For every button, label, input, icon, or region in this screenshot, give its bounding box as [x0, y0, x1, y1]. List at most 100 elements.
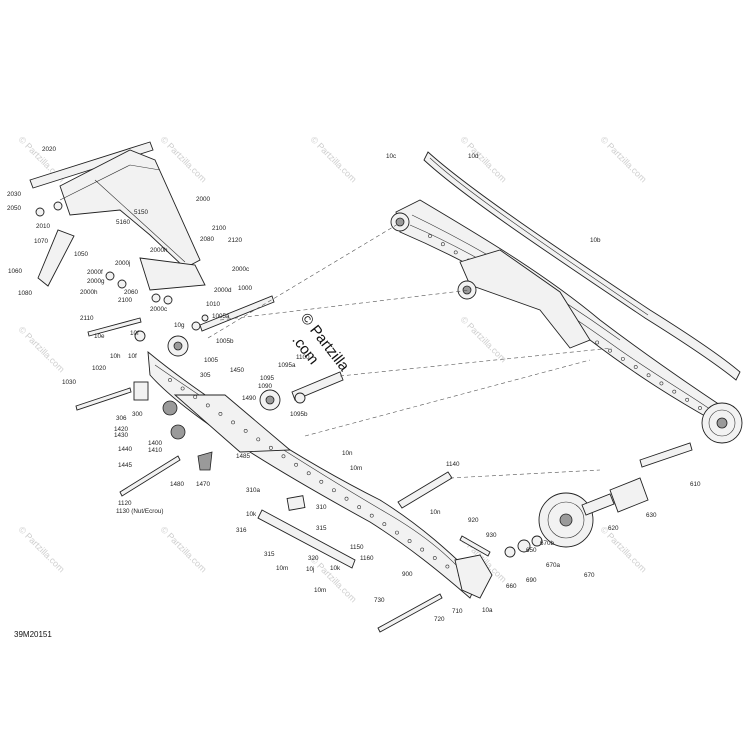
rail-arm — [459, 249, 591, 349]
bushings — [35, 201, 209, 342]
bearing-670b — [531, 535, 543, 547]
bushing — [35, 207, 45, 217]
part-label: 1130 (Nut/Ecrou) — [116, 508, 163, 515]
rail-hole — [382, 522, 387, 527]
part-label: 1120 — [118, 500, 132, 507]
part-label: 315 — [264, 551, 275, 558]
part-label: 1450 — [230, 367, 245, 374]
spacer-630 — [609, 477, 649, 513]
rail-hole — [445, 564, 450, 569]
rail-hole — [659, 381, 664, 386]
part-label: 2000h — [150, 247, 168, 254]
shaft-1100 — [291, 371, 344, 401]
part-label: 2080 — [200, 236, 215, 243]
part-label: 1095a — [278, 362, 296, 369]
part-label: 10a — [482, 607, 493, 614]
part-label: 670 — [584, 572, 595, 579]
part-label: 1480 — [170, 481, 185, 488]
arm-crossbar — [139, 257, 206, 291]
part-label: 10k — [330, 565, 341, 572]
part-label: 670b — [540, 540, 555, 547]
part-label: 2000f — [87, 269, 103, 276]
part-label: 1140 — [446, 461, 460, 468]
bolt-1120 — [119, 455, 181, 497]
part-label: 10m — [314, 587, 326, 594]
bushing — [53, 201, 63, 211]
spring-1400 — [170, 424, 186, 440]
part-label: 1440 — [118, 446, 133, 453]
rail-hole — [205, 403, 210, 408]
callout-labels: 2020203020502010107010601050108020002000… — [7, 146, 701, 623]
bearing-1095 — [294, 392, 306, 404]
link-1050 — [37, 229, 75, 287]
rail-hole — [344, 496, 349, 501]
watermark-text: © Partzilla.com — [459, 134, 509, 184]
part-label: 2010 — [36, 223, 51, 230]
part-label: 720 — [434, 616, 445, 623]
part-label: 1095 — [260, 375, 275, 382]
part-label: 1470 — [196, 481, 211, 488]
alignment-lines — [207, 223, 613, 479]
part-label: 610 — [690, 481, 701, 488]
part-label: 670a — [546, 562, 561, 569]
part-label: 316 — [236, 527, 247, 534]
bumper-1470 — [197, 451, 213, 471]
part-label: 620 — [608, 525, 619, 532]
part-label: 1090 — [258, 383, 273, 390]
part-label: 1010 — [206, 301, 221, 308]
axle-610 — [639, 442, 693, 468]
rail-hole — [319, 479, 324, 484]
part-label: 320 — [308, 555, 319, 562]
bushing — [117, 279, 127, 289]
part-label: 2100 — [212, 225, 227, 232]
part-label: 2100 — [118, 297, 133, 304]
part-label: 1000 — [238, 285, 253, 292]
part-label: 2000j — [115, 260, 130, 267]
part-label: 1005 — [204, 357, 219, 364]
rail-hole — [672, 389, 677, 394]
rail-hole — [440, 242, 445, 247]
part-label: 10f — [130, 330, 139, 337]
part-label: 1420 — [114, 426, 129, 433]
rail-hole — [608, 348, 612, 353]
watermark-text: © Partzilla.com — [309, 134, 359, 184]
rail-hole — [698, 406, 702, 410]
rail-hole — [168, 378, 172, 382]
part-label: 310a — [246, 487, 261, 494]
rail-hole — [294, 462, 298, 467]
part-label: 10d — [468, 153, 479, 160]
part-label: 920 — [468, 517, 479, 524]
part-label: 306 — [116, 415, 127, 422]
rail-hole — [407, 539, 412, 543]
part-label: 630 — [646, 512, 657, 519]
part-label: 1410 — [148, 447, 163, 454]
watermark-text: © Partzilla.com — [599, 134, 649, 184]
rail-hole — [180, 386, 185, 391]
part-label: 10m — [276, 565, 288, 572]
part-label: 900 — [402, 571, 413, 578]
part-label: 1070 — [34, 238, 49, 245]
rail-hole — [281, 454, 286, 459]
part-label: 650 — [526, 547, 537, 554]
part-label: 1160 — [360, 555, 374, 562]
rail-hole — [357, 505, 362, 510]
part-label: 1050 — [74, 251, 89, 258]
part-label: 10h — [110, 353, 121, 360]
rail-hole — [428, 234, 432, 238]
part-label: 1030 — [62, 379, 77, 386]
rail-hole — [395, 530, 399, 535]
bushing — [191, 321, 201, 331]
watermark-text: © Partzilla.com — [459, 314, 509, 364]
rail-hole — [218, 412, 223, 416]
part-label: 300 — [132, 411, 143, 418]
part-label: 1490 — [242, 395, 257, 402]
bushing — [163, 295, 173, 305]
rail-hole — [231, 420, 235, 425]
watermark-text: © Partzilla.com — [159, 524, 209, 574]
block-310 — [286, 495, 306, 511]
part-label: 730 — [374, 597, 385, 604]
shaft-1000 — [199, 295, 275, 332]
rail-hole — [306, 471, 311, 476]
part-label: 5150 — [134, 209, 149, 216]
